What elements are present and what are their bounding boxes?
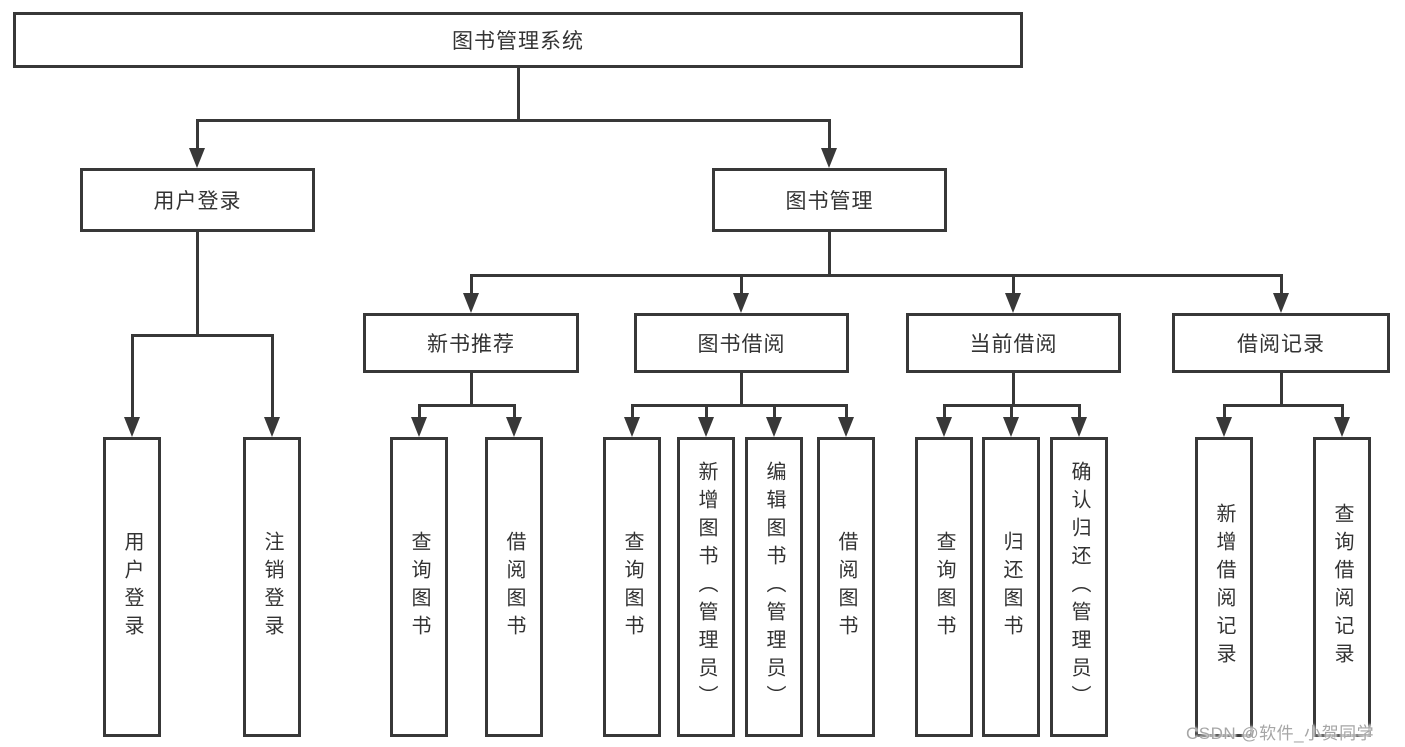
connector-line-vertical [1340, 404, 1344, 418]
connector-line-vertical [1077, 404, 1081, 418]
connector-line-vertical [516, 68, 520, 121]
leaf-borrow-books: 借阅图书 [817, 437, 875, 737]
connector-line-vertical [630, 404, 634, 418]
connector-line-vertical [704, 404, 708, 418]
connector-line-vertical [195, 119, 199, 149]
node-borrow-records: 借阅记录 [1172, 313, 1390, 373]
leaf-confirm-return-admin-label: 确认归还（管理员） [1068, 461, 1090, 713]
connector-line-vertical [1011, 373, 1015, 406]
node-book-management: 图书管理 [712, 168, 947, 232]
connector-line-vertical [1222, 404, 1226, 418]
arrowhead-down-icon [1003, 417, 1019, 437]
leaf-add-borrow-record-label: 新增借阅记录 [1213, 503, 1235, 671]
node-book-management-label: 图书管理 [785, 190, 874, 213]
arrowhead-down-icon [1334, 417, 1350, 437]
connector-line-vertical [1011, 274, 1015, 294]
leaf-logout: 注销登录 [243, 437, 301, 737]
node-system-root-label: 图书管理系统 [452, 30, 584, 53]
connector-line-vertical [1279, 274, 1283, 294]
arrowhead-down-icon [838, 417, 854, 437]
leaf-add-borrow-record: 新增借阅记录 [1195, 437, 1253, 737]
node-book-borrow: 图书借阅 [634, 313, 849, 373]
leaf-borrow-books-recommend-label: 借阅图书 [503, 531, 525, 643]
node-current-borrow-label: 当前借阅 [969, 333, 1058, 356]
arrowhead-down-icon [463, 293, 479, 313]
connector-line-vertical [942, 404, 946, 418]
leaf-edit-books-admin: 编辑图书（管理员） [745, 437, 803, 737]
connector-line-vertical [270, 334, 274, 418]
node-book-borrow-label: 图书借阅 [697, 333, 786, 356]
arrowhead-down-icon [189, 148, 205, 168]
connector-line-horizontal [942, 403, 1081, 407]
connector-line-vertical [739, 373, 743, 406]
leaf-logout-label: 注销登录 [261, 531, 283, 643]
arrowhead-down-icon [124, 417, 140, 437]
leaf-user-login: 用户登录 [103, 437, 161, 737]
leaf-query-borrow-record: 查询借阅记录 [1313, 437, 1371, 737]
connector-line-vertical [469, 274, 473, 294]
leaf-query-books-borrow-label: 查询图书 [621, 531, 643, 643]
leaf-confirm-return-admin: 确认归还（管理员） [1050, 437, 1108, 737]
connector-line-vertical [1279, 373, 1283, 406]
connector-line-vertical [130, 334, 134, 418]
arrowhead-down-icon [1005, 293, 1021, 313]
leaf-query-books-recommend: 查询图书 [390, 437, 448, 737]
arrowhead-down-icon [1071, 417, 1087, 437]
arrowhead-down-icon [1273, 293, 1289, 313]
leaf-borrow-books-label: 借阅图书 [835, 531, 857, 643]
arrowhead-down-icon [821, 148, 837, 168]
node-borrow-records-label: 借阅记录 [1237, 333, 1325, 356]
connector-line-horizontal [417, 403, 516, 407]
arrowhead-down-icon [733, 293, 749, 313]
node-system-root: 图书管理系统 [13, 12, 1023, 68]
arrowhead-down-icon [264, 417, 280, 437]
connector-line-horizontal [630, 403, 848, 407]
arrowhead-down-icon [766, 417, 782, 437]
connector-line-vertical [417, 404, 421, 418]
node-new-book-recommend: 新书推荐 [363, 313, 579, 373]
arrowhead-down-icon [411, 417, 427, 437]
leaf-return-books: 归还图书 [982, 437, 1040, 737]
leaf-query-books-recommend-label: 查询图书 [408, 531, 430, 643]
leaf-add-books-admin-label: 新增图书（管理员） [695, 461, 717, 713]
connector-line-vertical [512, 404, 516, 418]
leaf-query-books-borrow: 查询图书 [603, 437, 661, 737]
arrowhead-down-icon [936, 417, 952, 437]
connector-line-vertical [827, 232, 831, 276]
leaf-return-books-label: 归还图书 [1000, 531, 1022, 643]
csdn-watermark: CSDN @软件_小贺同学 [1186, 724, 1375, 743]
connector-line-vertical [1009, 404, 1013, 418]
arrowhead-down-icon [506, 417, 522, 437]
connector-line-vertical [844, 404, 848, 418]
connector-line-vertical [469, 373, 473, 406]
arrowhead-down-icon [624, 417, 640, 437]
arrowhead-down-icon [698, 417, 714, 437]
leaf-borrow-books-recommend: 借阅图书 [485, 437, 543, 737]
leaf-query-books-current-label: 查询图书 [933, 531, 955, 643]
connector-line-horizontal [195, 118, 831, 122]
node-current-borrow: 当前借阅 [906, 313, 1121, 373]
node-new-book-recommend-label: 新书推荐 [427, 333, 515, 356]
connector-line-vertical [195, 232, 199, 336]
connector-line-vertical [772, 404, 776, 418]
connector-line-horizontal [469, 273, 1283, 277]
leaf-edit-books-admin-label: 编辑图书（管理员） [763, 461, 785, 713]
leaf-query-borrow-record-label: 查询借阅记录 [1331, 503, 1353, 671]
connector-line-horizontal [130, 333, 274, 337]
node-user-login: 用户登录 [80, 168, 315, 232]
node-user-login-label: 用户登录 [153, 190, 242, 213]
connector-line-vertical [739, 274, 743, 294]
leaf-user-login-label: 用户登录 [121, 531, 143, 643]
connector-line-vertical [827, 119, 831, 149]
arrowhead-down-icon [1216, 417, 1232, 437]
leaf-query-books-current: 查询图书 [915, 437, 973, 737]
connector-line-horizontal [1222, 403, 1344, 407]
leaf-add-books-admin: 新增图书（管理员） [677, 437, 735, 737]
